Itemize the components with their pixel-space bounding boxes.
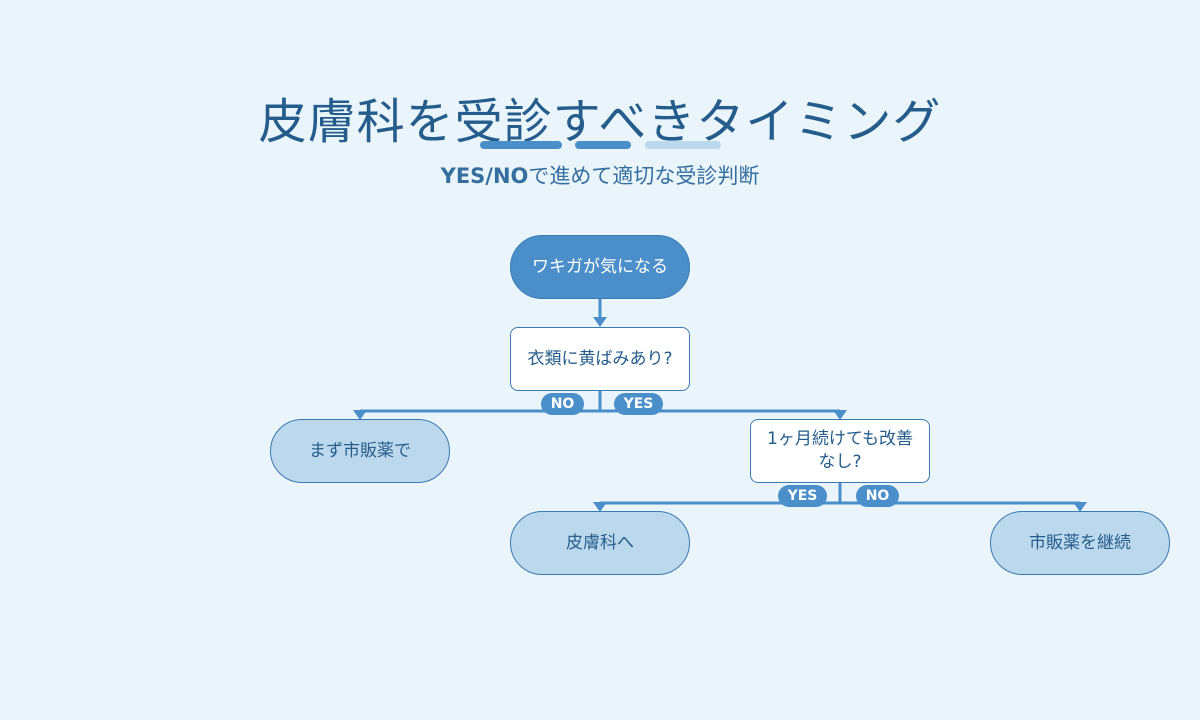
decision-no-improvement-label: 1ヶ月続けても改善 なし?: [767, 429, 913, 472]
arrowhead-to-q2: [833, 410, 847, 420]
start-node: ワキガが気になる: [510, 235, 690, 299]
q1-no-badge: NO: [541, 393, 584, 415]
title-underline-segment-3: [645, 141, 721, 149]
arrowhead-to-dermatology: [593, 502, 607, 512]
title-underline-segment-2: [575, 141, 631, 149]
page-subtitle: YES/NOで進めて適切な受診判断: [0, 160, 1200, 190]
q2-no-badge: NO: [856, 485, 899, 507]
dermatology-node: 皮膚科へ: [510, 511, 690, 575]
page-title: 皮膚科を受診すべきタイミング: [258, 94, 942, 150]
q2-yes-badge: YES: [778, 485, 827, 507]
arrowhead-to-q1: [593, 317, 607, 327]
subtitle-text: で進めて適切な受診判断: [528, 164, 760, 188]
title-underline-segment-1: [480, 141, 562, 149]
subtitle-emphasis: YES/NO: [440, 164, 529, 188]
decision-yellow-stains: 衣類に黄ばみあり?: [510, 327, 690, 391]
start-node-label: ワキガが気になる: [532, 256, 668, 277]
q1-yes-badge: YES: [614, 393, 663, 415]
arrowhead-to-continue-otc: [1073, 502, 1087, 512]
continue-otc-label: 市販薬を継続: [1029, 532, 1131, 553]
continue-otc-node: 市販薬を継続: [990, 511, 1170, 575]
decision-yellow-stains-label: 衣類に黄ばみあり?: [527, 348, 673, 369]
decision-no-improvement: 1ヶ月続けても改善 なし?: [750, 419, 930, 483]
arrowhead-to-otc-first: [353, 410, 367, 420]
otc-first-node: まず市販薬で: [270, 419, 450, 483]
dermatology-label: 皮膚科へ: [566, 532, 634, 553]
otc-first-label: まず市販薬で: [309, 440, 411, 461]
